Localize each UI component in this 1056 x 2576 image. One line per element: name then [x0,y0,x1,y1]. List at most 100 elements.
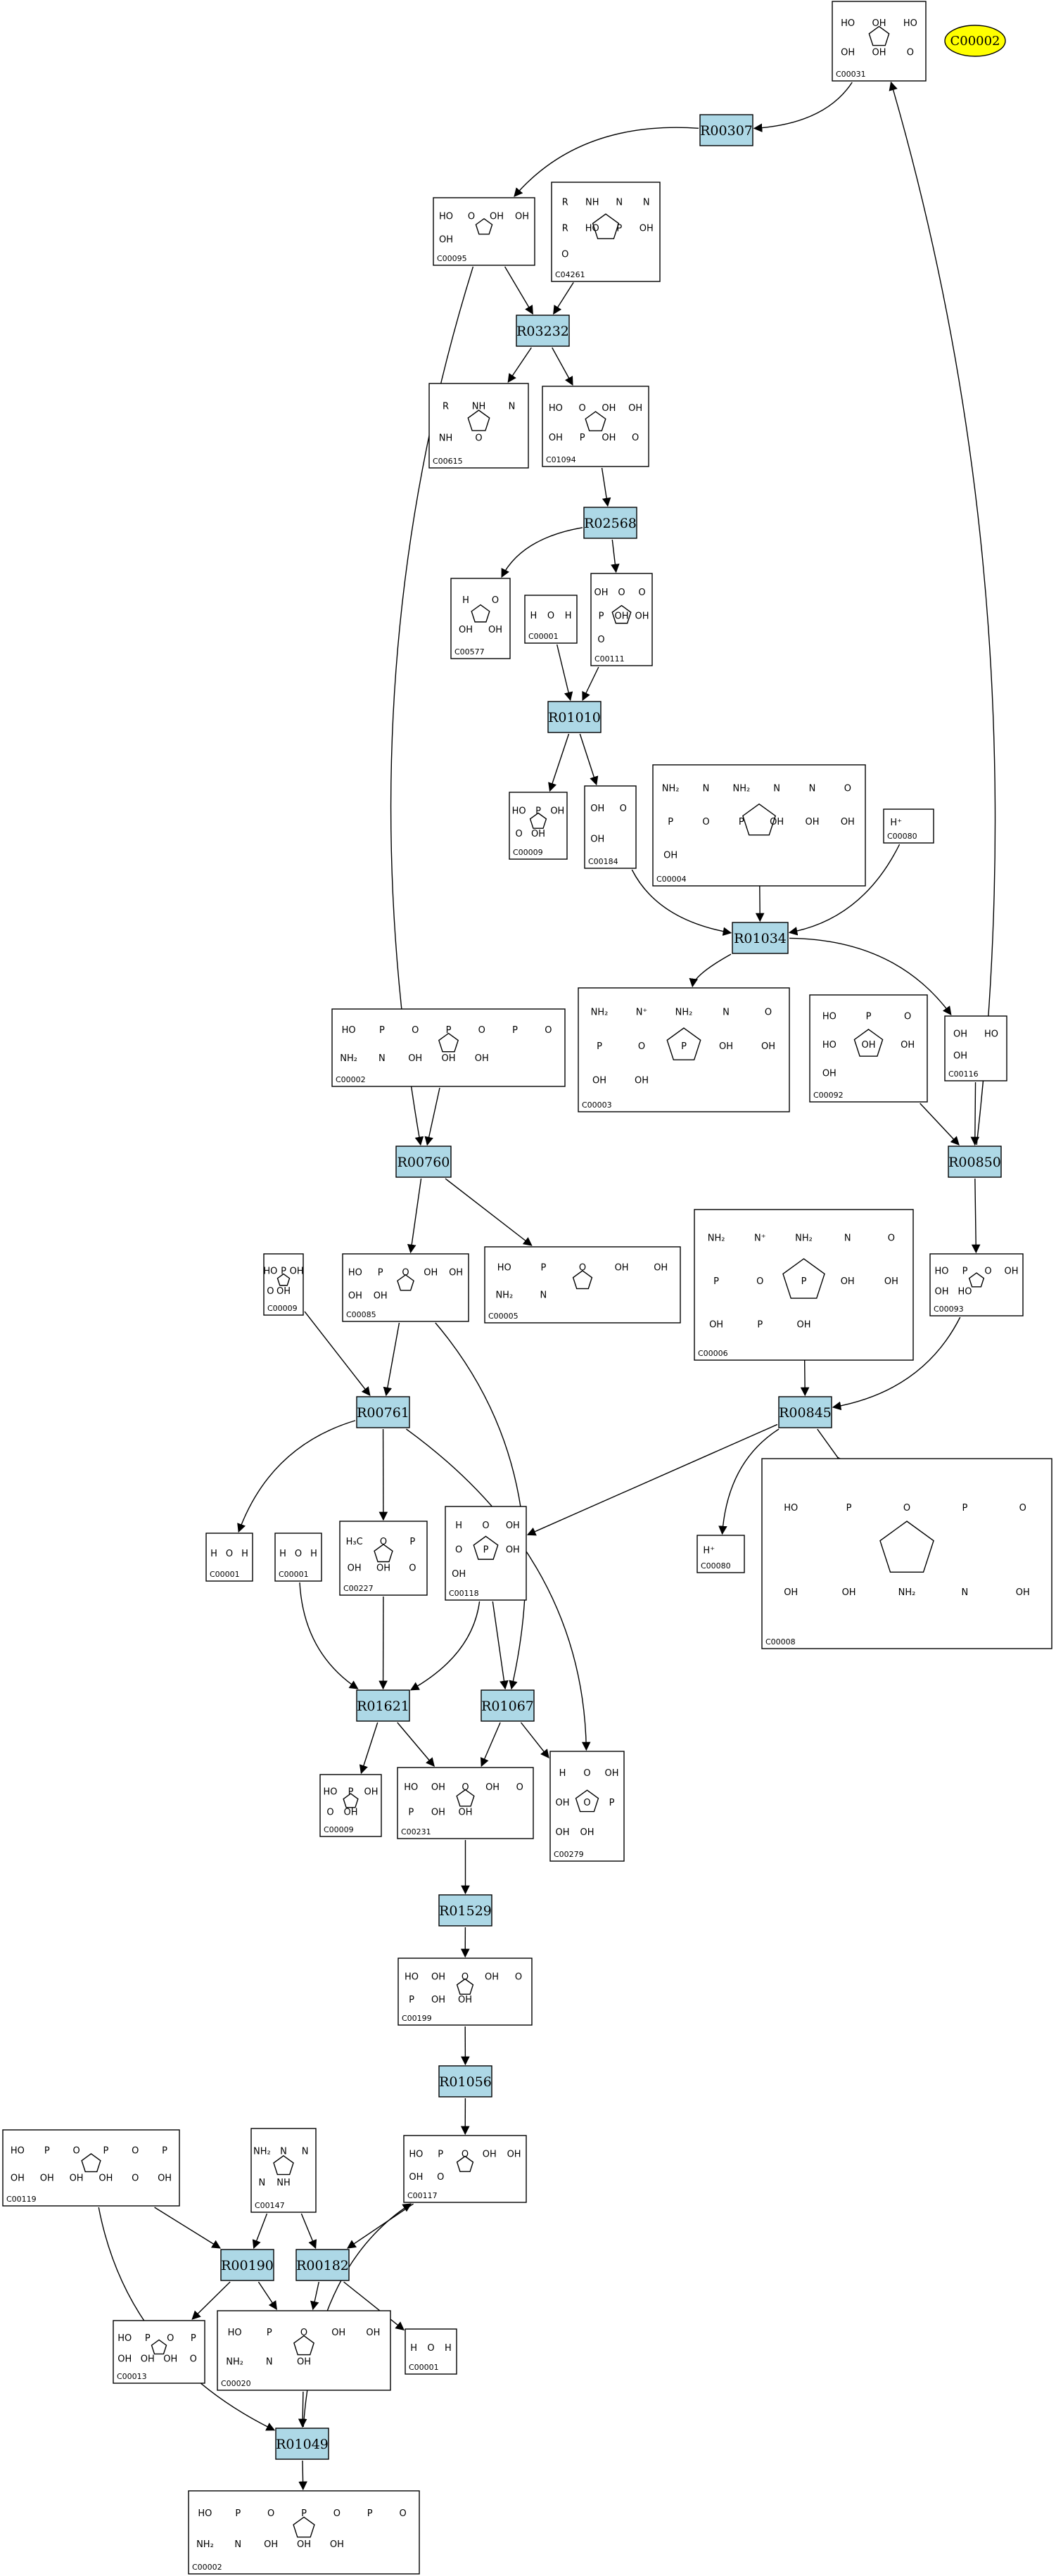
compound-box[interactable] [542,386,649,467]
reaction-box[interactable] [438,2065,492,2098]
compound-box[interactable] [274,1533,322,1582]
compound-box[interactable] [339,1521,428,1596]
reaction-box[interactable] [395,1146,452,1178]
compound-box[interactable] [696,1535,745,1573]
reaction-box[interactable] [356,1689,410,1722]
reaction-box[interactable] [295,2249,350,2281]
compound-box[interactable] [484,1246,681,1324]
reaction-R00761[interactable]: R00761 [356,1396,410,1428]
compound-box[interactable] [944,1015,1007,1081]
reaction-box[interactable] [948,1146,1002,1178]
compound-box[interactable] [403,2135,527,2203]
compound-box[interactable] [2,2129,180,2207]
reaction-R01067[interactable]: R01067 [481,1689,535,1722]
reaction-R01056[interactable]: R01056 [438,2065,492,2098]
compound-box[interactable] [205,1533,253,1582]
compound-box[interactable] [584,785,637,869]
compound-box[interactable] [883,808,934,844]
compound-box[interactable] [524,595,578,644]
compound-box[interactable] [217,2310,391,2391]
compound-box[interactable] [551,182,661,282]
compound-box[interactable] [433,197,535,266]
compound-box[interactable] [549,1751,625,1862]
reaction-R03232[interactable]: R03232 [516,315,570,347]
compound-box[interactable] [694,1209,914,1361]
compound-box[interactable] [331,1008,566,1087]
reaction-box[interactable] [275,2428,329,2460]
reaction-R01049[interactable]: R01049 [275,2428,329,2460]
compound-box[interactable] [113,2320,205,2384]
reaction-R01034[interactable]: R01034 [732,922,789,954]
compound-box[interactable] [929,1253,1024,1316]
reaction-R01529[interactable]: R01529 [438,1894,492,1927]
compound-box[interactable] [397,1767,534,1839]
reaction-R00182[interactable]: R00182 [295,2249,350,2281]
reaction-R02568[interactable]: R02568 [583,507,637,539]
compound-box[interactable] [450,578,511,659]
compound-box[interactable] [263,1253,304,1316]
compound-box[interactable] [342,1253,469,1322]
compound-box[interactable] [590,573,653,666]
compound-box[interactable] [761,1458,1052,1649]
reaction-box[interactable] [583,507,637,539]
compound-box[interactable] [445,1506,527,1601]
compound-box[interactable] [397,1958,533,2026]
reaction-box[interactable] [547,701,602,733]
reaction-R00845[interactable]: R00845 [778,1396,832,1428]
reaction-box[interactable] [516,315,570,347]
compound-box[interactable] [509,792,568,860]
compound-box[interactable] [428,383,529,469]
compound-box[interactable] [578,987,790,1112]
reaction-R00850[interactable]: R00850 [948,1146,1002,1178]
reaction-box[interactable] [220,2249,274,2281]
legend-ellipse[interactable] [944,25,1006,57]
reaction-R01010[interactable]: R01010 [547,701,602,733]
reaction-box[interactable] [438,1894,492,1927]
compound-box[interactable] [188,2490,420,2575]
compound-box[interactable] [832,1,927,82]
reaction-box[interactable] [699,114,753,146]
reaction-box[interactable] [356,1396,410,1428]
reaction-box[interactable] [481,1689,535,1722]
compound-box[interactable] [652,764,866,887]
compound-box[interactable] [405,2328,457,2375]
compound-box[interactable] [809,994,928,1103]
reaction-R01621[interactable]: R01621 [356,1689,410,1722]
reaction-R00190[interactable]: R00190 [220,2249,274,2281]
